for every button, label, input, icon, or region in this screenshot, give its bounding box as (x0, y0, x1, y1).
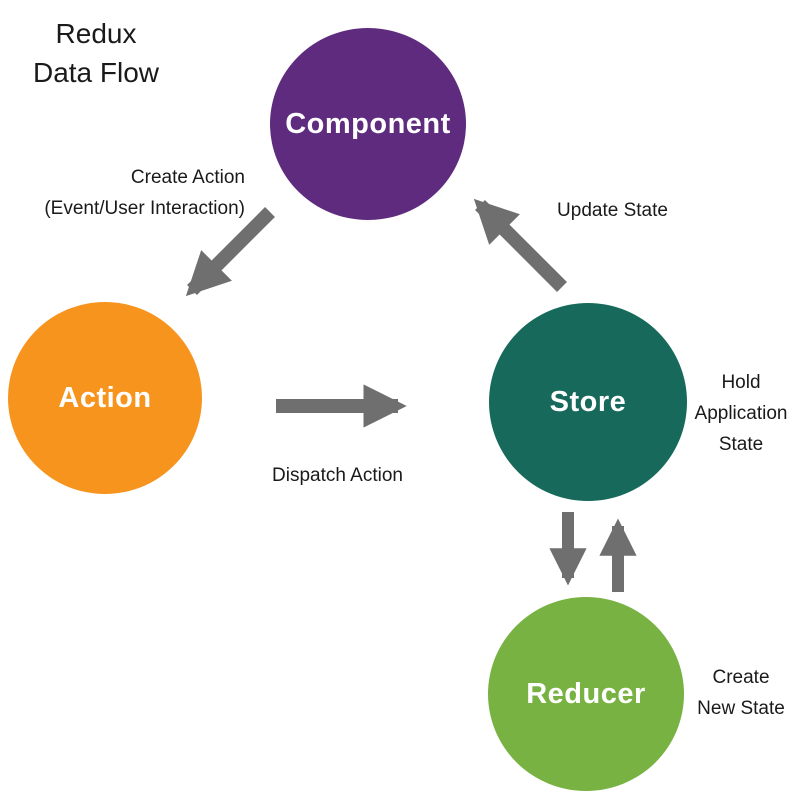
node-component-label: Component (285, 107, 451, 140)
diagram-title: Redux Data Flow (8, 14, 184, 92)
edge-label-update-state: Update State (557, 200, 668, 221)
node-reducer: Reducer (488, 597, 684, 791)
node-store-label: Store (549, 385, 627, 418)
node-component: Component (270, 28, 466, 220)
annotation-hold-application-state: Hold Application State (694, 372, 788, 455)
node-action-label: Action (58, 381, 152, 414)
node-action: Action (8, 302, 202, 494)
annotation-create-new-state: Create New State (697, 667, 785, 719)
edge-label-create-action-line1: Create Action (130, 167, 245, 188)
edge-label-create-action-line2: (Event/User Interaction) (44, 198, 245, 219)
node-reducer-label: Reducer (526, 677, 646, 710)
edge-label-dispatch-action: Dispatch Action (272, 465, 403, 486)
node-store: Store (489, 303, 687, 501)
edge-label-create-action: Create Action (Event/User Interaction) (5, 162, 245, 224)
diagram-title-line2: Data Flow (32, 57, 160, 88)
diagram-title-line1: Redux (55, 18, 137, 49)
